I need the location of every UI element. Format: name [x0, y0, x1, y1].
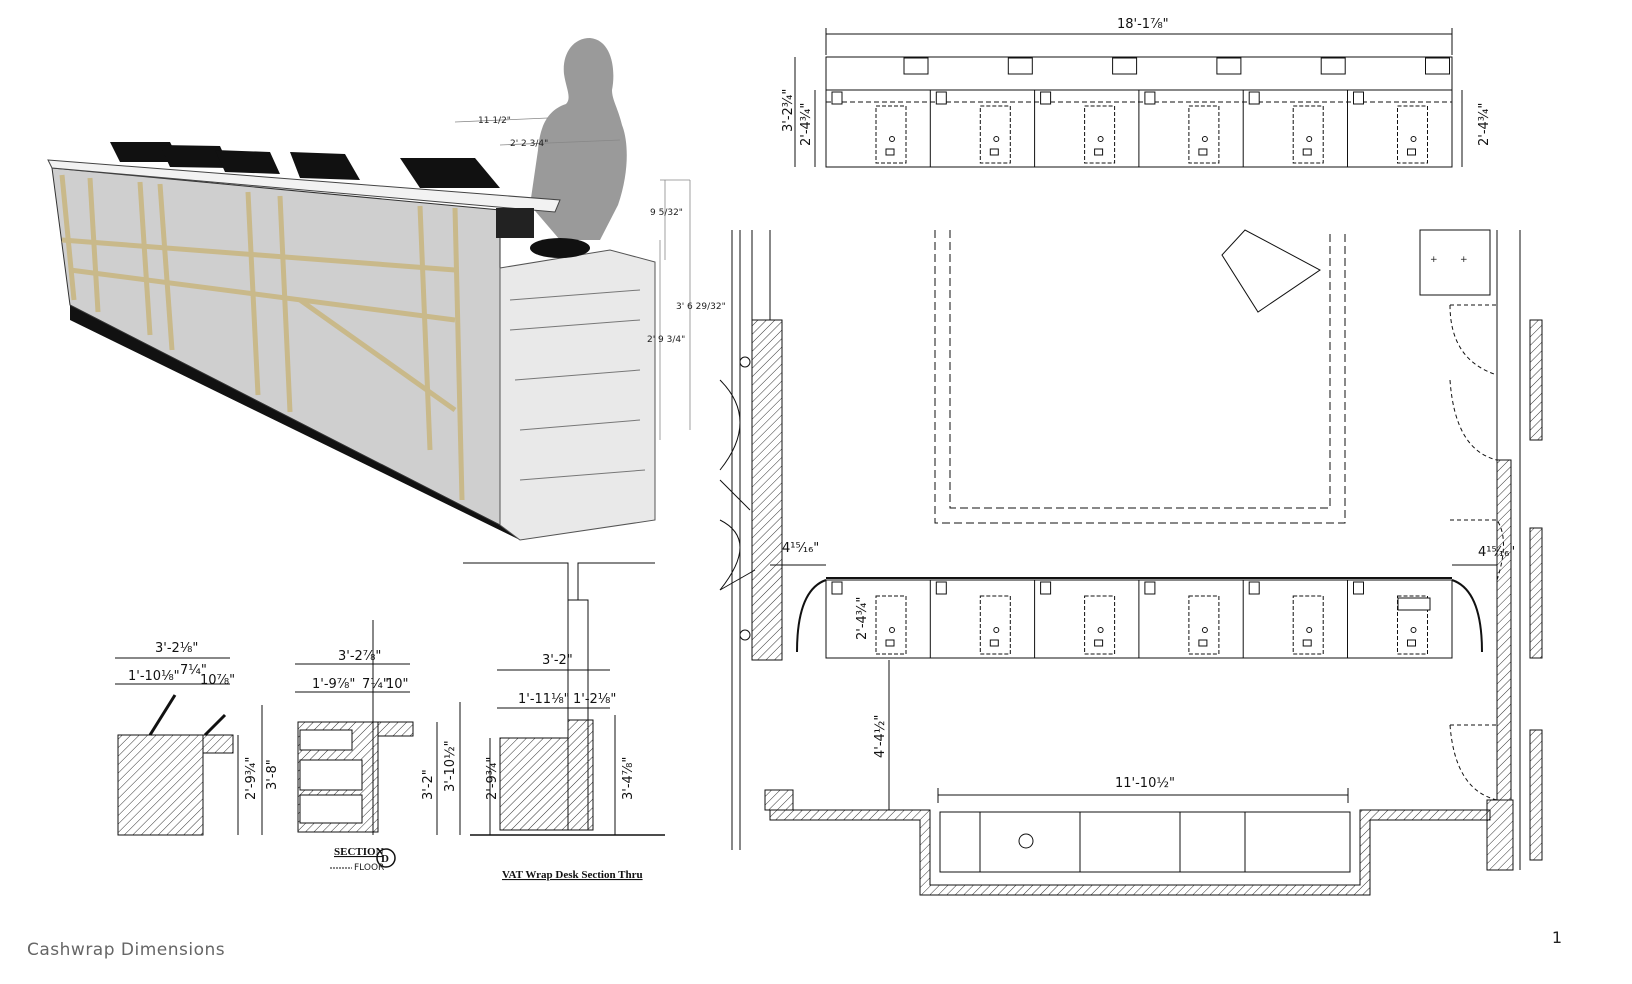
- desk-bay: [1347, 57, 1450, 167]
- section-middle-dim-a: 1'-9⅞": [312, 677, 355, 692]
- plan-top-left-h2: 2'-4¾": [799, 103, 814, 146]
- cashwrap-side-box: [499, 249, 656, 541]
- plan-top-right-h: 2'-4¾": [1477, 103, 1492, 146]
- section-label: SECTION: [334, 846, 384, 858]
- floor-side-right: 4¹⁵⁄₁₆": [1478, 545, 1515, 560]
- section-middle-dim-c: 10": [386, 677, 409, 692]
- perspective-render: 11 1/2" 2' 2 3/4" 9 5/32" 3' 6 29/32" 2'…: [47, 38, 726, 541]
- section-middle-h1: 3'-2": [421, 769, 436, 800]
- floor-gap: 4'-4½": [873, 715, 888, 758]
- floor-plan: 11'-10½" 4'-4½" + + 4¹⁵⁄₁₆" 4¹⁵⁄₁₆": [719, 229, 1543, 896]
- plan-top-overall-dim: 18'-1⅞": [1117, 17, 1169, 32]
- perspective-dim-4: 3' 6 29/32": [676, 302, 726, 312]
- desk-bay: [929, 580, 1011, 658]
- section-right-dim-a: 1'-11⅛": [518, 692, 570, 707]
- section-middle-top-dim: 3'-2⅞": [338, 649, 381, 664]
- floor-bottom-width: 11'-10½": [1115, 776, 1175, 791]
- section-left: 3'-2⅛" 1'-10⅛" 7¼" 10⅞" 2'-9¾" 3'-8": [115, 641, 280, 836]
- page-number: 1: [1551, 928, 1562, 947]
- perspective-dim-5: 2' 9 3/4": [647, 335, 685, 345]
- section-tag: D: [381, 853, 389, 865]
- perspective-dim-2: 2' 2 3/4": [510, 139, 548, 149]
- person-silhouette: [530, 38, 627, 240]
- section-left-dim-b: 7¼": [180, 663, 207, 678]
- svg-text:+: +: [1460, 255, 1468, 265]
- perspective-dim-3: 9 5/32": [650, 208, 683, 218]
- desk-bay: [1034, 580, 1116, 658]
- section-right: 3'-2" 1'-11⅛" 1'-2⅛" 2'-9¾" 3'-4⅞" VAT W…: [463, 562, 665, 881]
- plan-top: 18'-1⅞" 3'-2¾" 2'-4¾" 2'-4¾": [781, 17, 1492, 168]
- section-sub: FLOOR: [354, 863, 384, 873]
- perspective-dim-1: 11 1/2": [478, 116, 511, 126]
- section-left-dim-c: 10⅞": [200, 673, 235, 688]
- desk-bay: [929, 57, 1033, 167]
- desk-bay: [1138, 580, 1220, 658]
- section-right-top-dim: 3'-2": [542, 653, 573, 668]
- desk-bay: [1242, 580, 1324, 658]
- desk-bay: [1138, 57, 1242, 167]
- section-middle-dim-b: 7¼": [362, 677, 389, 692]
- section-right-h2: 3'-4⅞": [621, 757, 636, 800]
- desk-bay: [825, 580, 907, 658]
- section-left-h2: 3'-8": [265, 759, 280, 790]
- section-right-dim-b: 1'-2⅛": [573, 692, 616, 707]
- floor-desk-depth: 2'-4¾": [855, 597, 870, 640]
- section-right-h1: 2'-9¾": [485, 757, 500, 800]
- desk-bay: [1034, 57, 1138, 167]
- section-left-h1: 2'-9¾": [244, 757, 259, 800]
- section-middle: 3'-2⅞" 1'-9⅞" 7¼" 10" 3'-2" 3'-10½" SECT…: [295, 620, 461, 873]
- desk-bay: [1242, 57, 1346, 167]
- section-left-dim-a: 1'-10⅛": [128, 669, 180, 684]
- floor-side-left: 4¹⁵⁄₁₆": [782, 541, 819, 556]
- section-right-title: VAT Wrap Desk Section Thru: [502, 869, 643, 881]
- section-left-top-dim: 3'-2⅛": [155, 641, 198, 656]
- page-caption: Cashwrap Dimensions: [27, 940, 226, 960]
- section-middle-h2: 3'-10½": [443, 740, 458, 792]
- desk-bay: [825, 57, 929, 167]
- svg-text:+: +: [1430, 255, 1438, 265]
- cashwrap-front-face: [51, 167, 501, 526]
- plan-top-left-h: 3'-2¾": [781, 89, 796, 132]
